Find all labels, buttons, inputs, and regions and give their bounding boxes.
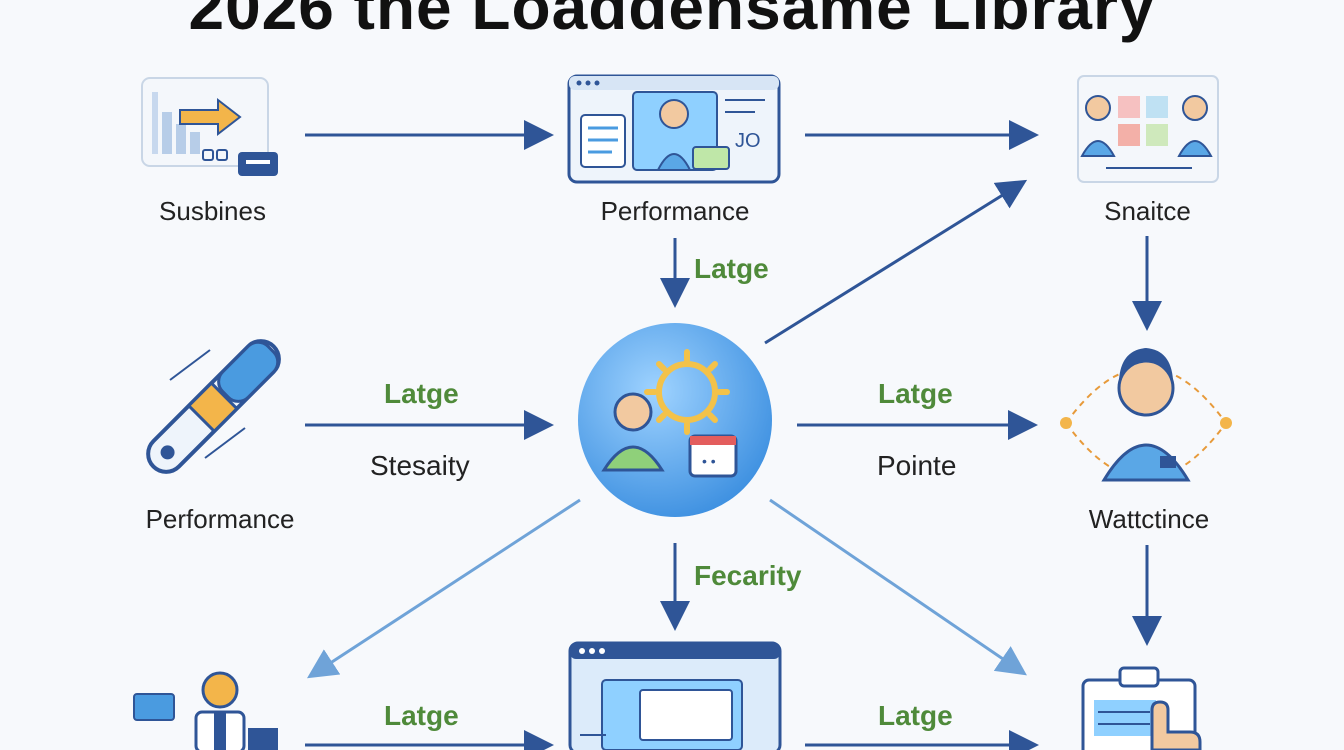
edge-label-mid-left-in: Latge: [384, 378, 459, 409]
node-label-mid-left: Performance: [145, 504, 295, 534]
arrow-hub-to-bottomright: [769, 498, 1027, 676]
node-label-top-right: Snaitce: [1104, 196, 1191, 226]
person-presenter-icon: [133, 671, 278, 750]
edge-label-mid-right-out: Latge: [878, 378, 953, 409]
edge-label-center-down: Fecarity: [694, 560, 802, 591]
node-label-top-left: Susbines: [159, 196, 266, 226]
svg-text:JO: JO: [735, 130, 761, 152]
hub-user-gear-icon: • •: [578, 323, 772, 517]
arrow-hub-to-bottomleft: [306, 498, 581, 679]
browser-folder-icon: [568, 641, 782, 750]
edge-label-bottom-left: Latge: [384, 700, 459, 731]
edge-label-bottom-right: Latge: [878, 700, 953, 731]
arrows: [305, 120, 1162, 750]
clipboard-hand-icon: [1081, 666, 1202, 750]
team-board-icon: [1077, 75, 1219, 183]
arrow-hub-to-topright: [764, 179, 1028, 345]
svg-text:• •: • •: [702, 453, 716, 469]
edge-sublabel-mid-right-out: Pointe: [877, 450, 957, 481]
dashboard-user-icon: JO: [567, 74, 781, 184]
chart-card-icon: [141, 77, 278, 176]
edge-sublabel-mid-left-in: Stesaity: [370, 450, 470, 481]
pen-tool-icon: [146, 339, 281, 474]
node-label-mid-right: Wattctince: [1088, 504, 1210, 534]
person-orbit-icon: [1060, 348, 1232, 482]
page-title: 2026 the Loaddensame Library: [188, 0, 1156, 43]
node-label-top-center: Performance: [600, 196, 750, 226]
edge-label-top-center-down: Latge: [694, 253, 769, 284]
